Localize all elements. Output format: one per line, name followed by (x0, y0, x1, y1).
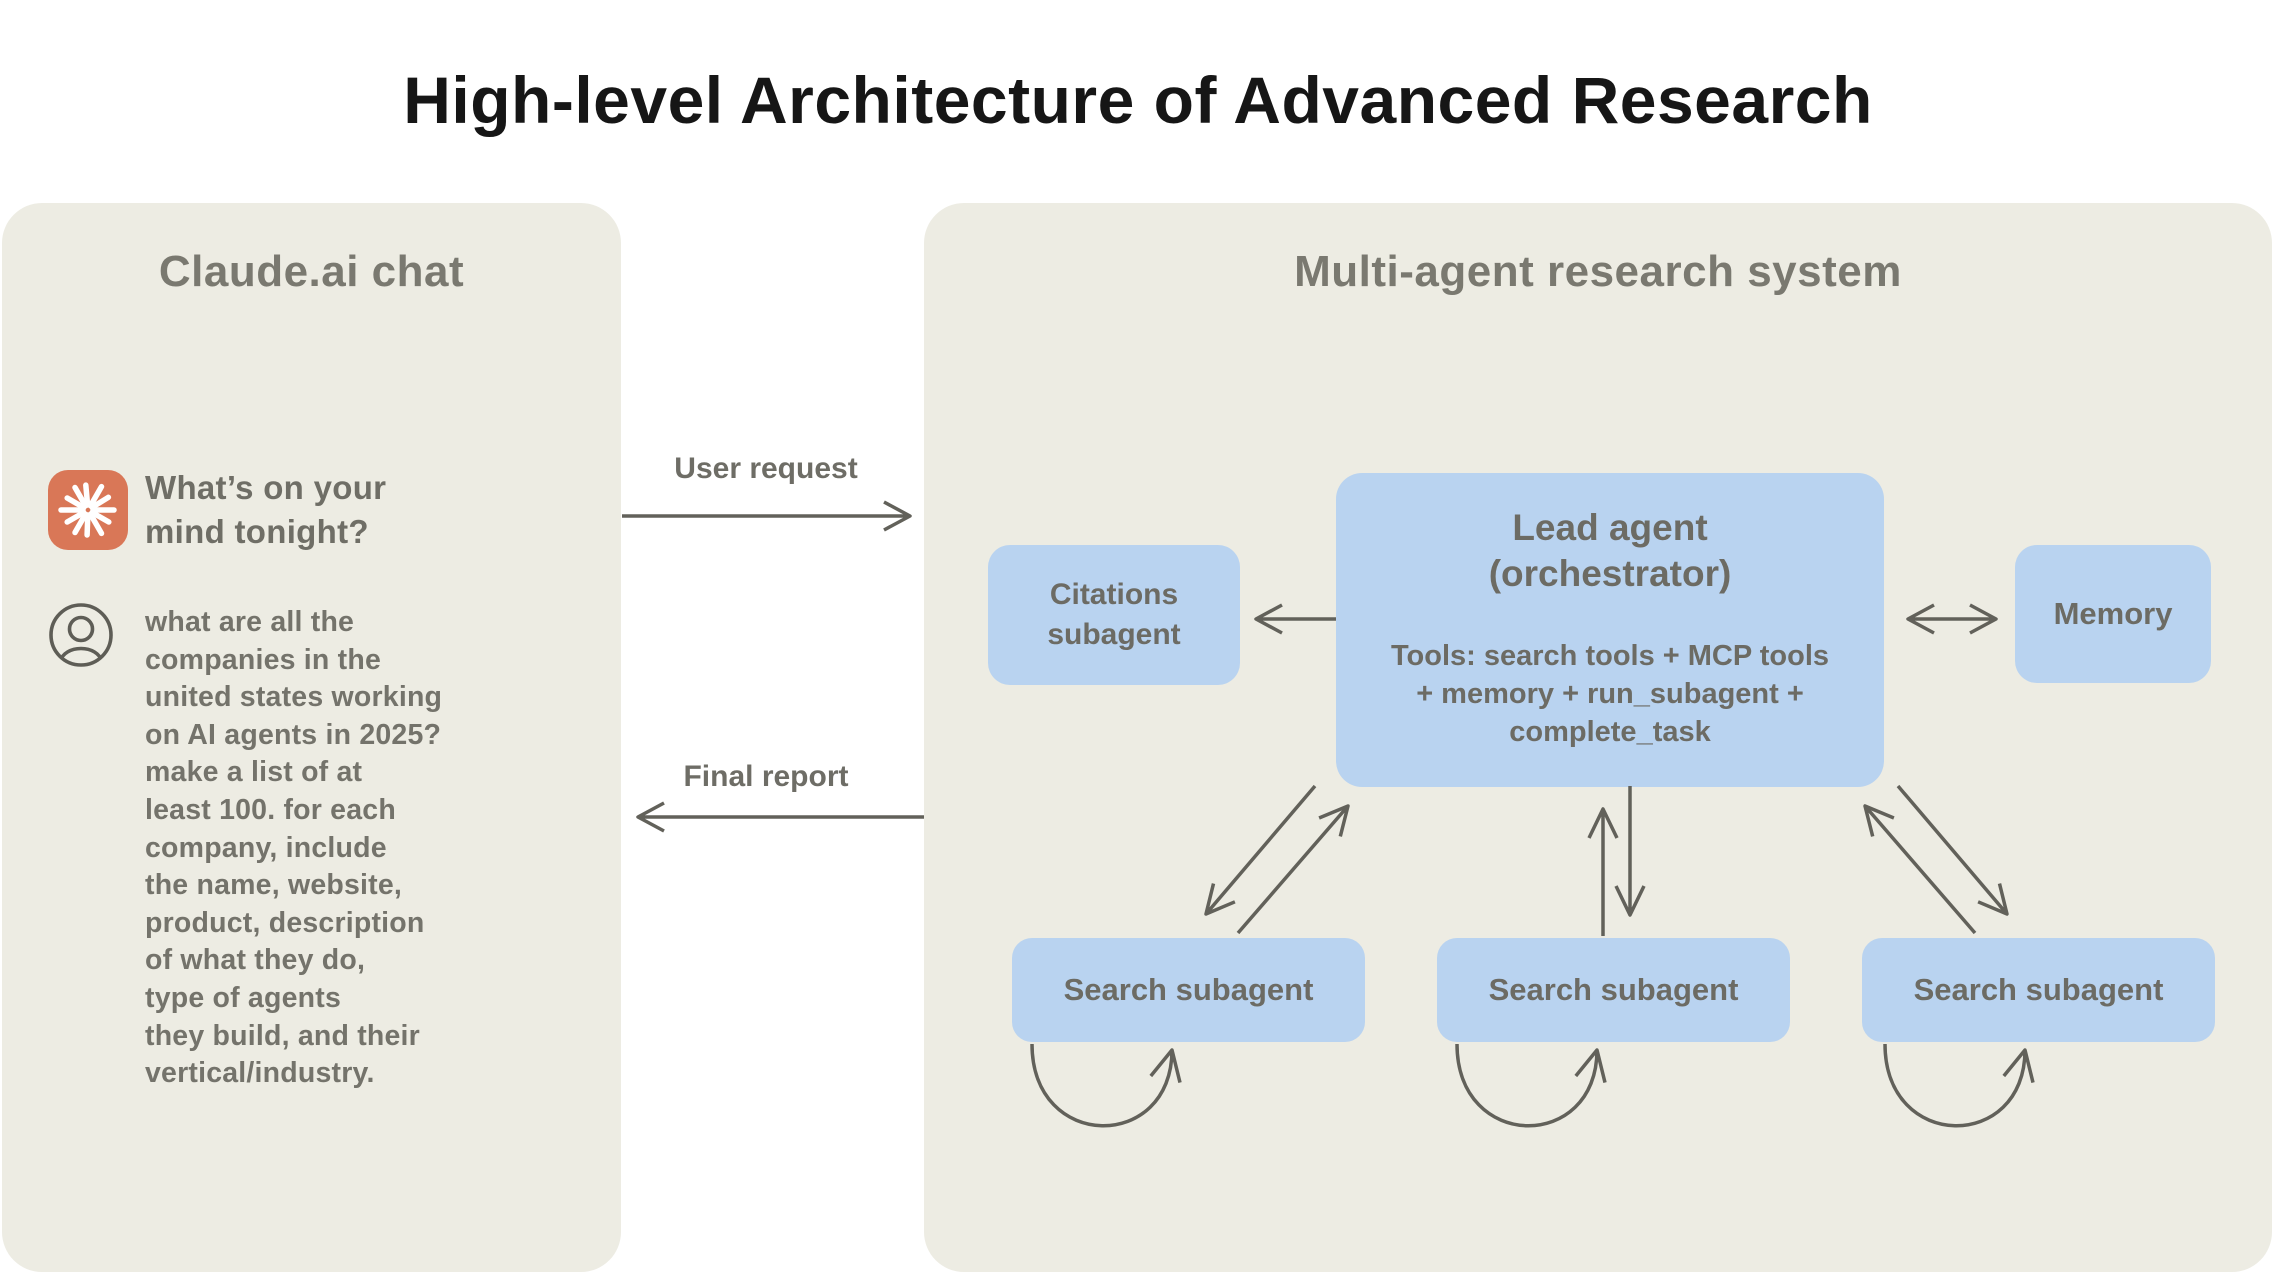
user-request-label: User request (674, 452, 858, 485)
final-report-label: Final report (683, 760, 849, 793)
claude-logo-icon (48, 470, 128, 550)
search-subagent-box-2: Search subagent (1437, 938, 1790, 1042)
user-request-arrow (622, 500, 912, 532)
research-panel-title: Multi-agent research system (1294, 247, 1902, 296)
user-query-text: what are all the companies in the united… (145, 606, 443, 1090)
user-avatar-icon (48, 602, 114, 668)
lead-agent-box: Lead agent (orchestrator) Tools: search … (1336, 473, 1884, 787)
chat-panel: Claude.ai chat What’s (2, 203, 621, 1272)
page-title: High-level Architecture of Advanced Rese… (403, 63, 1873, 137)
lead-agent-title: Lead agent (orchestrator) (1488, 507, 1732, 594)
chat-panel-title: Claude.ai chat (158, 247, 465, 296)
search-subagent-box-3: Search subagent (1862, 938, 2215, 1042)
search-subagent-box-1: Search subagent (1012, 938, 1365, 1042)
citations-subagent-box: Citations subagent (988, 545, 1240, 685)
memory-box: Memory (2015, 545, 2211, 683)
lead-agent-tools: Tools: search tools + MCP tools + memory… (1390, 640, 1830, 748)
chat-prompt-text: What’s on your mind tonight? (145, 469, 387, 550)
final-report-arrow (636, 801, 924, 833)
